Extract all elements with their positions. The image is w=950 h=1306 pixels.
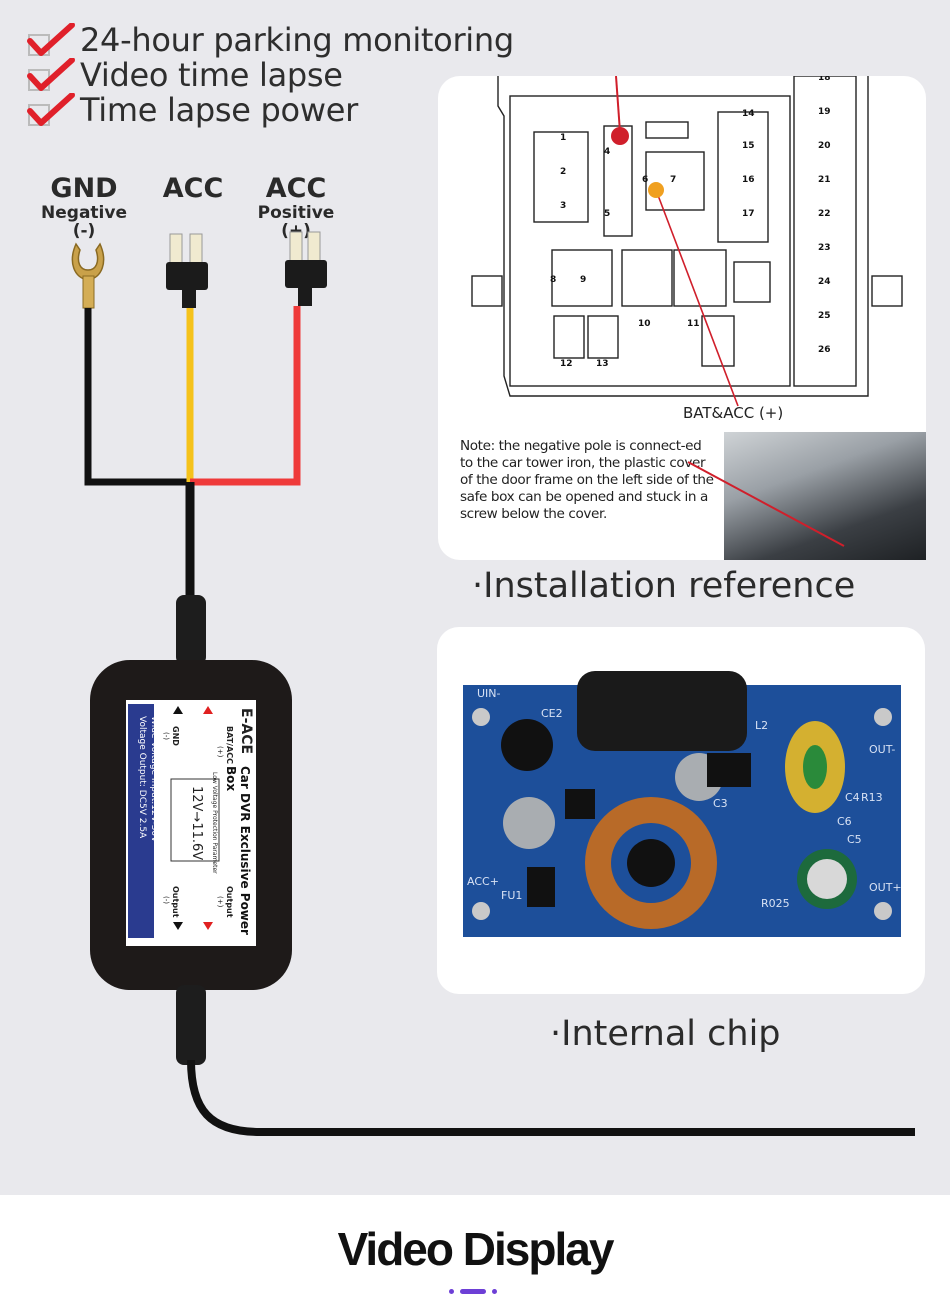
chip-label: OUT+ bbox=[869, 881, 902, 894]
fuse-box-diagram: 1 2 3 4 5 6 7 8 9 10 11 12 13 14 15 16 1… bbox=[471, 76, 903, 407]
fuse-number: 18 bbox=[818, 76, 831, 83]
brand-name: E-ACE bbox=[238, 708, 254, 755]
feature-text: Time lapse power bbox=[80, 90, 358, 129]
chip-label: R025 bbox=[761, 897, 790, 910]
wire-subtitle: Positive (+) bbox=[257, 203, 335, 241]
chip-label: CE2 bbox=[541, 707, 563, 720]
protection-label: Low Voltage Protection Parameter bbox=[211, 772, 218, 874]
bat-acc-label: BAT/ACC bbox=[225, 726, 234, 764]
door-frame-photo bbox=[724, 432, 926, 560]
fuse-number: 10 bbox=[638, 319, 651, 329]
product-panel: 24-hour parking monitoring Video time la… bbox=[0, 0, 950, 1195]
divider-bar bbox=[460, 1289, 486, 1294]
fuse-plug-icon bbox=[166, 233, 208, 308]
note-pointer-line bbox=[687, 461, 845, 547]
chip-label: UIN- bbox=[477, 687, 501, 700]
chip-label: C5 bbox=[847, 833, 862, 846]
fuse-number: 23 bbox=[818, 243, 831, 253]
divider-dot bbox=[492, 1289, 497, 1294]
fuse-number: 20 bbox=[818, 141, 831, 151]
installation-note: Note: the negative pole is connect-ed to… bbox=[460, 438, 714, 522]
wire-title: ACC bbox=[265, 173, 327, 204]
output-positive-sign: (+) bbox=[216, 896, 224, 908]
feature-list: 24-hour parking monitoring Video time la… bbox=[26, 20, 514, 129]
wire-title: GND bbox=[50, 173, 118, 204]
protection-value: 12V→11.6V bbox=[189, 786, 204, 861]
fuse-number: 22 bbox=[818, 209, 831, 219]
circuit-board-image: UIN- CE2 L2 OUT- C4 R13 C6 C5 C3 ACC+ FU… bbox=[463, 671, 902, 937]
gnd-box-sign: (-) bbox=[162, 732, 170, 740]
check-icon bbox=[27, 57, 75, 91]
chip-label: C3 bbox=[713, 797, 728, 810]
fuse-number: 24 bbox=[818, 277, 831, 287]
fuse-number: 5 bbox=[604, 209, 610, 219]
section-title: Video Display bbox=[337, 1223, 615, 1275]
fuse-number: 1 bbox=[560, 133, 566, 143]
gnd-box-label: GND bbox=[171, 726, 180, 746]
fuse-number: 21 bbox=[818, 175, 831, 185]
installation-caption: ·Installation reference bbox=[472, 566, 856, 606]
fuse-number: 7 bbox=[670, 175, 676, 185]
fuse-number: 15 bbox=[742, 141, 755, 151]
input-spec: Wide Voltage Input:12V-30V bbox=[149, 716, 159, 843]
feature-item: 24-hour parking monitoring bbox=[26, 20, 514, 59]
fuse-number: 13 bbox=[596, 359, 609, 369]
feature-item: Time lapse power bbox=[26, 90, 514, 129]
fuse-number: 17 bbox=[742, 209, 755, 219]
check-icon bbox=[27, 92, 75, 126]
chip-label: L2 bbox=[755, 719, 768, 732]
bat-acc-callout: BAT&ACC (+) bbox=[683, 404, 784, 422]
acc-label: ACC bbox=[150, 174, 236, 204]
fuse-number: 3 bbox=[560, 201, 566, 211]
output-spec: Voltage Output: DC5V 2.5A bbox=[137, 716, 147, 839]
fuse-number: 2 bbox=[560, 167, 566, 177]
fuse-number: 19 bbox=[818, 107, 831, 117]
feature-text: Video time lapse bbox=[80, 55, 343, 94]
wire-subtitle: Negative (-) bbox=[41, 203, 127, 241]
divider-dot bbox=[449, 1289, 454, 1294]
chip-label: OUT- bbox=[869, 743, 895, 756]
fuse-number: 9 bbox=[580, 275, 586, 285]
chip-label: C4 bbox=[845, 791, 860, 804]
chip-label: FU1 bbox=[501, 889, 522, 902]
chip-label: ACC+ bbox=[467, 875, 499, 888]
fuse-number: 25 bbox=[818, 311, 831, 321]
chip-label: C6 bbox=[837, 815, 852, 828]
output-positive-label: Output bbox=[225, 886, 234, 918]
fuse-plug-icon bbox=[285, 231, 327, 306]
check-icon bbox=[27, 22, 75, 56]
section-divider bbox=[449, 1289, 497, 1294]
fuse-number: 12 bbox=[560, 359, 573, 369]
bat-acc-sign: (+) bbox=[216, 746, 224, 758]
acc-positive-label: ACC Positive (+) bbox=[240, 173, 352, 241]
fuse-number: 4 bbox=[604, 147, 610, 157]
fuse-number: 11 bbox=[687, 319, 700, 329]
fuse-number: 6 bbox=[642, 175, 648, 185]
fuse-number: 26 bbox=[818, 345, 831, 355]
feature-item: Video time lapse bbox=[26, 55, 514, 94]
gnd-label: GND Negative (-) bbox=[28, 173, 140, 241]
fuse-number: 8 bbox=[550, 275, 556, 285]
wire-title: ACC bbox=[162, 173, 224, 204]
wiring-illustration bbox=[71, 231, 915, 1136]
feature-text: 24-hour parking monitoring bbox=[80, 20, 514, 59]
output-negative-label: Output bbox=[171, 886, 180, 918]
chip-caption: ·Internal chip bbox=[550, 1014, 781, 1054]
fuse-number: 16 bbox=[742, 175, 755, 185]
fuse-number: 14 bbox=[742, 109, 755, 119]
output-negative-sign: (-) bbox=[162, 896, 170, 904]
fork-terminal-icon bbox=[71, 242, 105, 309]
chip-label: R13 bbox=[861, 791, 883, 804]
